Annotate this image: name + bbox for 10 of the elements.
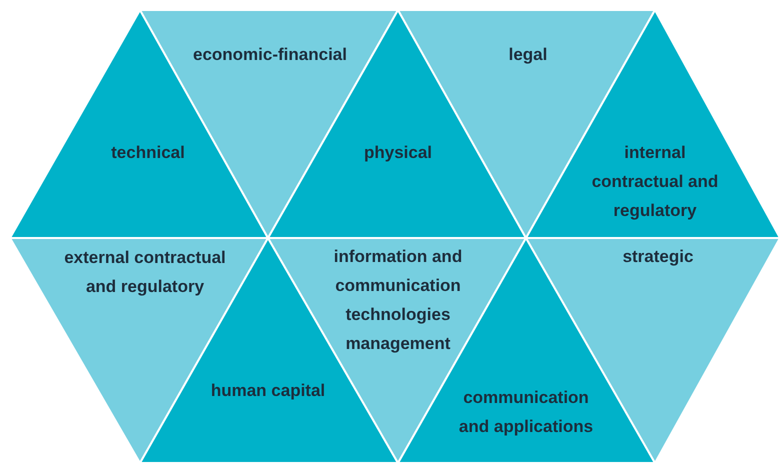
tile-label: economic-financial	[192, 44, 348, 66]
tile-label: physical	[362, 142, 434, 164]
tile-label: information and communication technologies management	[332, 246, 464, 355]
tile-label: internal contractual and regulatory	[590, 142, 720, 222]
tile-label: human capital	[210, 380, 326, 402]
tile-label: legal	[508, 44, 548, 66]
tile-label: technical	[110, 142, 186, 164]
tile-label: communication and applications	[458, 387, 594, 438]
tile-label: strategic	[622, 246, 694, 268]
tile-label: external contractual and regulatory	[63, 247, 227, 298]
